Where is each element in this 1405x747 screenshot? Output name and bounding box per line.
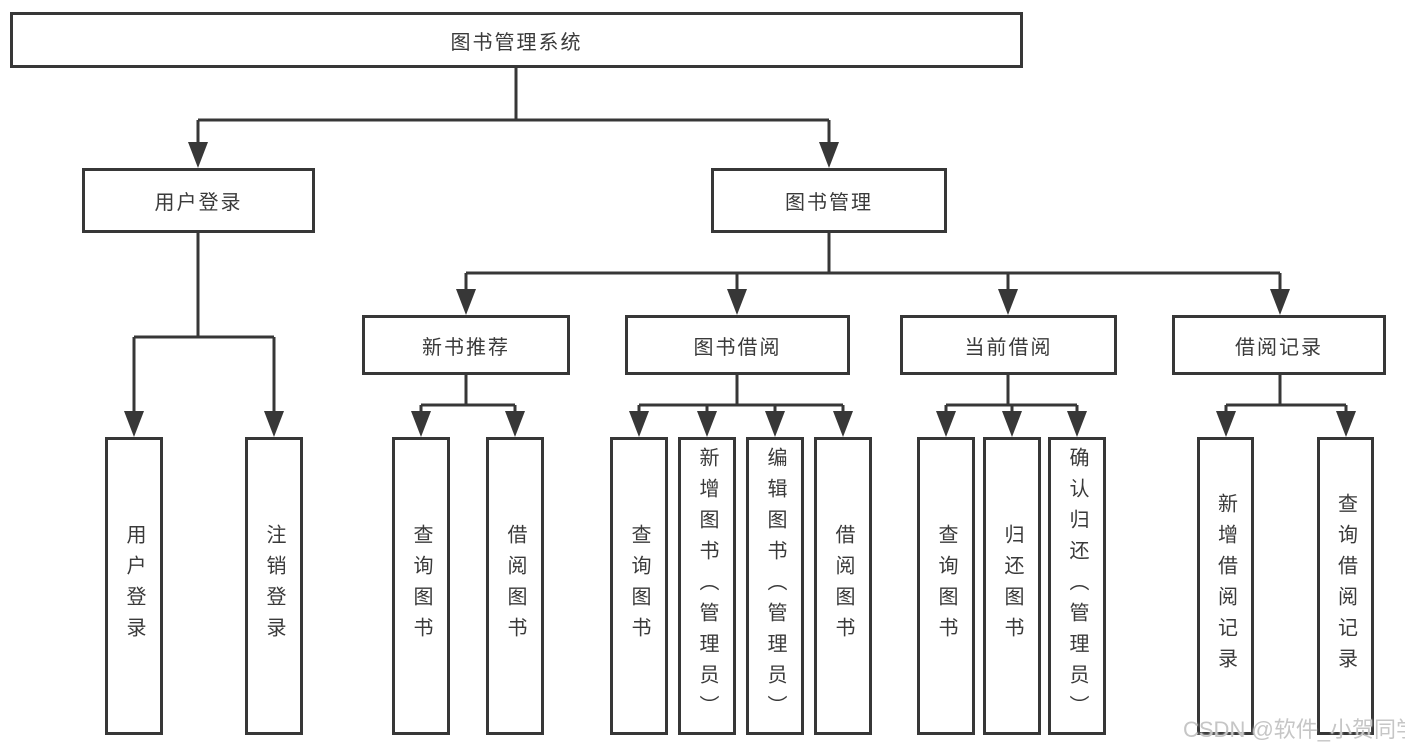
node-borrow-records: 借阅记录 [1172,315,1386,375]
leaf-logout-label: 注销登录 [263,524,285,648]
leaf-borrow-book-recommend: 借阅图书 [486,437,544,735]
leaf-query-book-current: 查询图书 [917,437,975,735]
leaf-confirm-return-admin-label: 确认归还（管理员） [1066,446,1088,726]
leaf-query-book-borrow-label: 查询图书 [628,524,650,648]
node-book-management-label: 图书管理 [785,192,873,214]
leaf-add-borrow-record: 新增借阅记录 [1197,437,1254,735]
leaf-borrow-book: 借阅图书 [814,437,872,735]
node-root-label: 图书管理系统 [450,31,583,54]
leaf-query-book-current-label: 查询图书 [935,524,957,648]
leaf-user-login-label: 用户登录 [123,524,145,648]
leaf-user-login: 用户登录 [105,437,163,735]
leaf-add-borrow-record-label: 新增借阅记录 [1214,493,1237,679]
leaf-edit-book-admin-label: 编辑图书（管理员） [764,446,786,726]
node-book-management: 图书管理 [711,168,947,233]
node-user-login-label: 用户登录 [154,192,243,214]
node-user-login: 用户登录 [82,168,315,233]
node-new-book-recommend-label: 新书推荐 [422,336,510,359]
node-book-borrow: 图书借阅 [625,315,850,375]
leaf-return-book: 归还图书 [983,437,1041,735]
node-book-borrow-label: 图书借阅 [693,336,782,359]
leaf-add-book-admin: 新增图书（管理员） [678,437,736,735]
leaf-add-book-admin-label: 新增图书（管理员） [696,446,718,726]
leaf-query-borrow-record-label: 查询借阅记录 [1334,493,1357,679]
leaf-borrow-book-recommend-label: 借阅图书 [504,524,526,648]
node-borrow-records-label: 借阅记录 [1235,336,1323,359]
node-root: 图书管理系统 [10,12,1023,68]
leaf-borrow-book-label: 借阅图书 [832,524,854,648]
node-current-borrow-label: 当前借阅 [964,336,1053,359]
leaf-edit-book-admin: 编辑图书（管理员） [746,437,804,735]
leaf-logout: 注销登录 [245,437,303,735]
csdn-watermark: CSDN @软件_小贺同学 [1183,717,1405,742]
leaf-query-book-borrow: 查询图书 [610,437,668,735]
node-current-borrow: 当前借阅 [900,315,1117,375]
leaf-confirm-return-admin: 确认归还（管理员） [1048,437,1106,735]
leaf-query-book-recommend: 查询图书 [392,437,450,735]
node-new-book-recommend: 新书推荐 [362,315,570,375]
leaf-return-book-label: 归还图书 [1001,524,1023,648]
leaf-query-book-recommend-label: 查询图书 [410,524,432,648]
leaf-query-borrow-record: 查询借阅记录 [1317,437,1374,735]
